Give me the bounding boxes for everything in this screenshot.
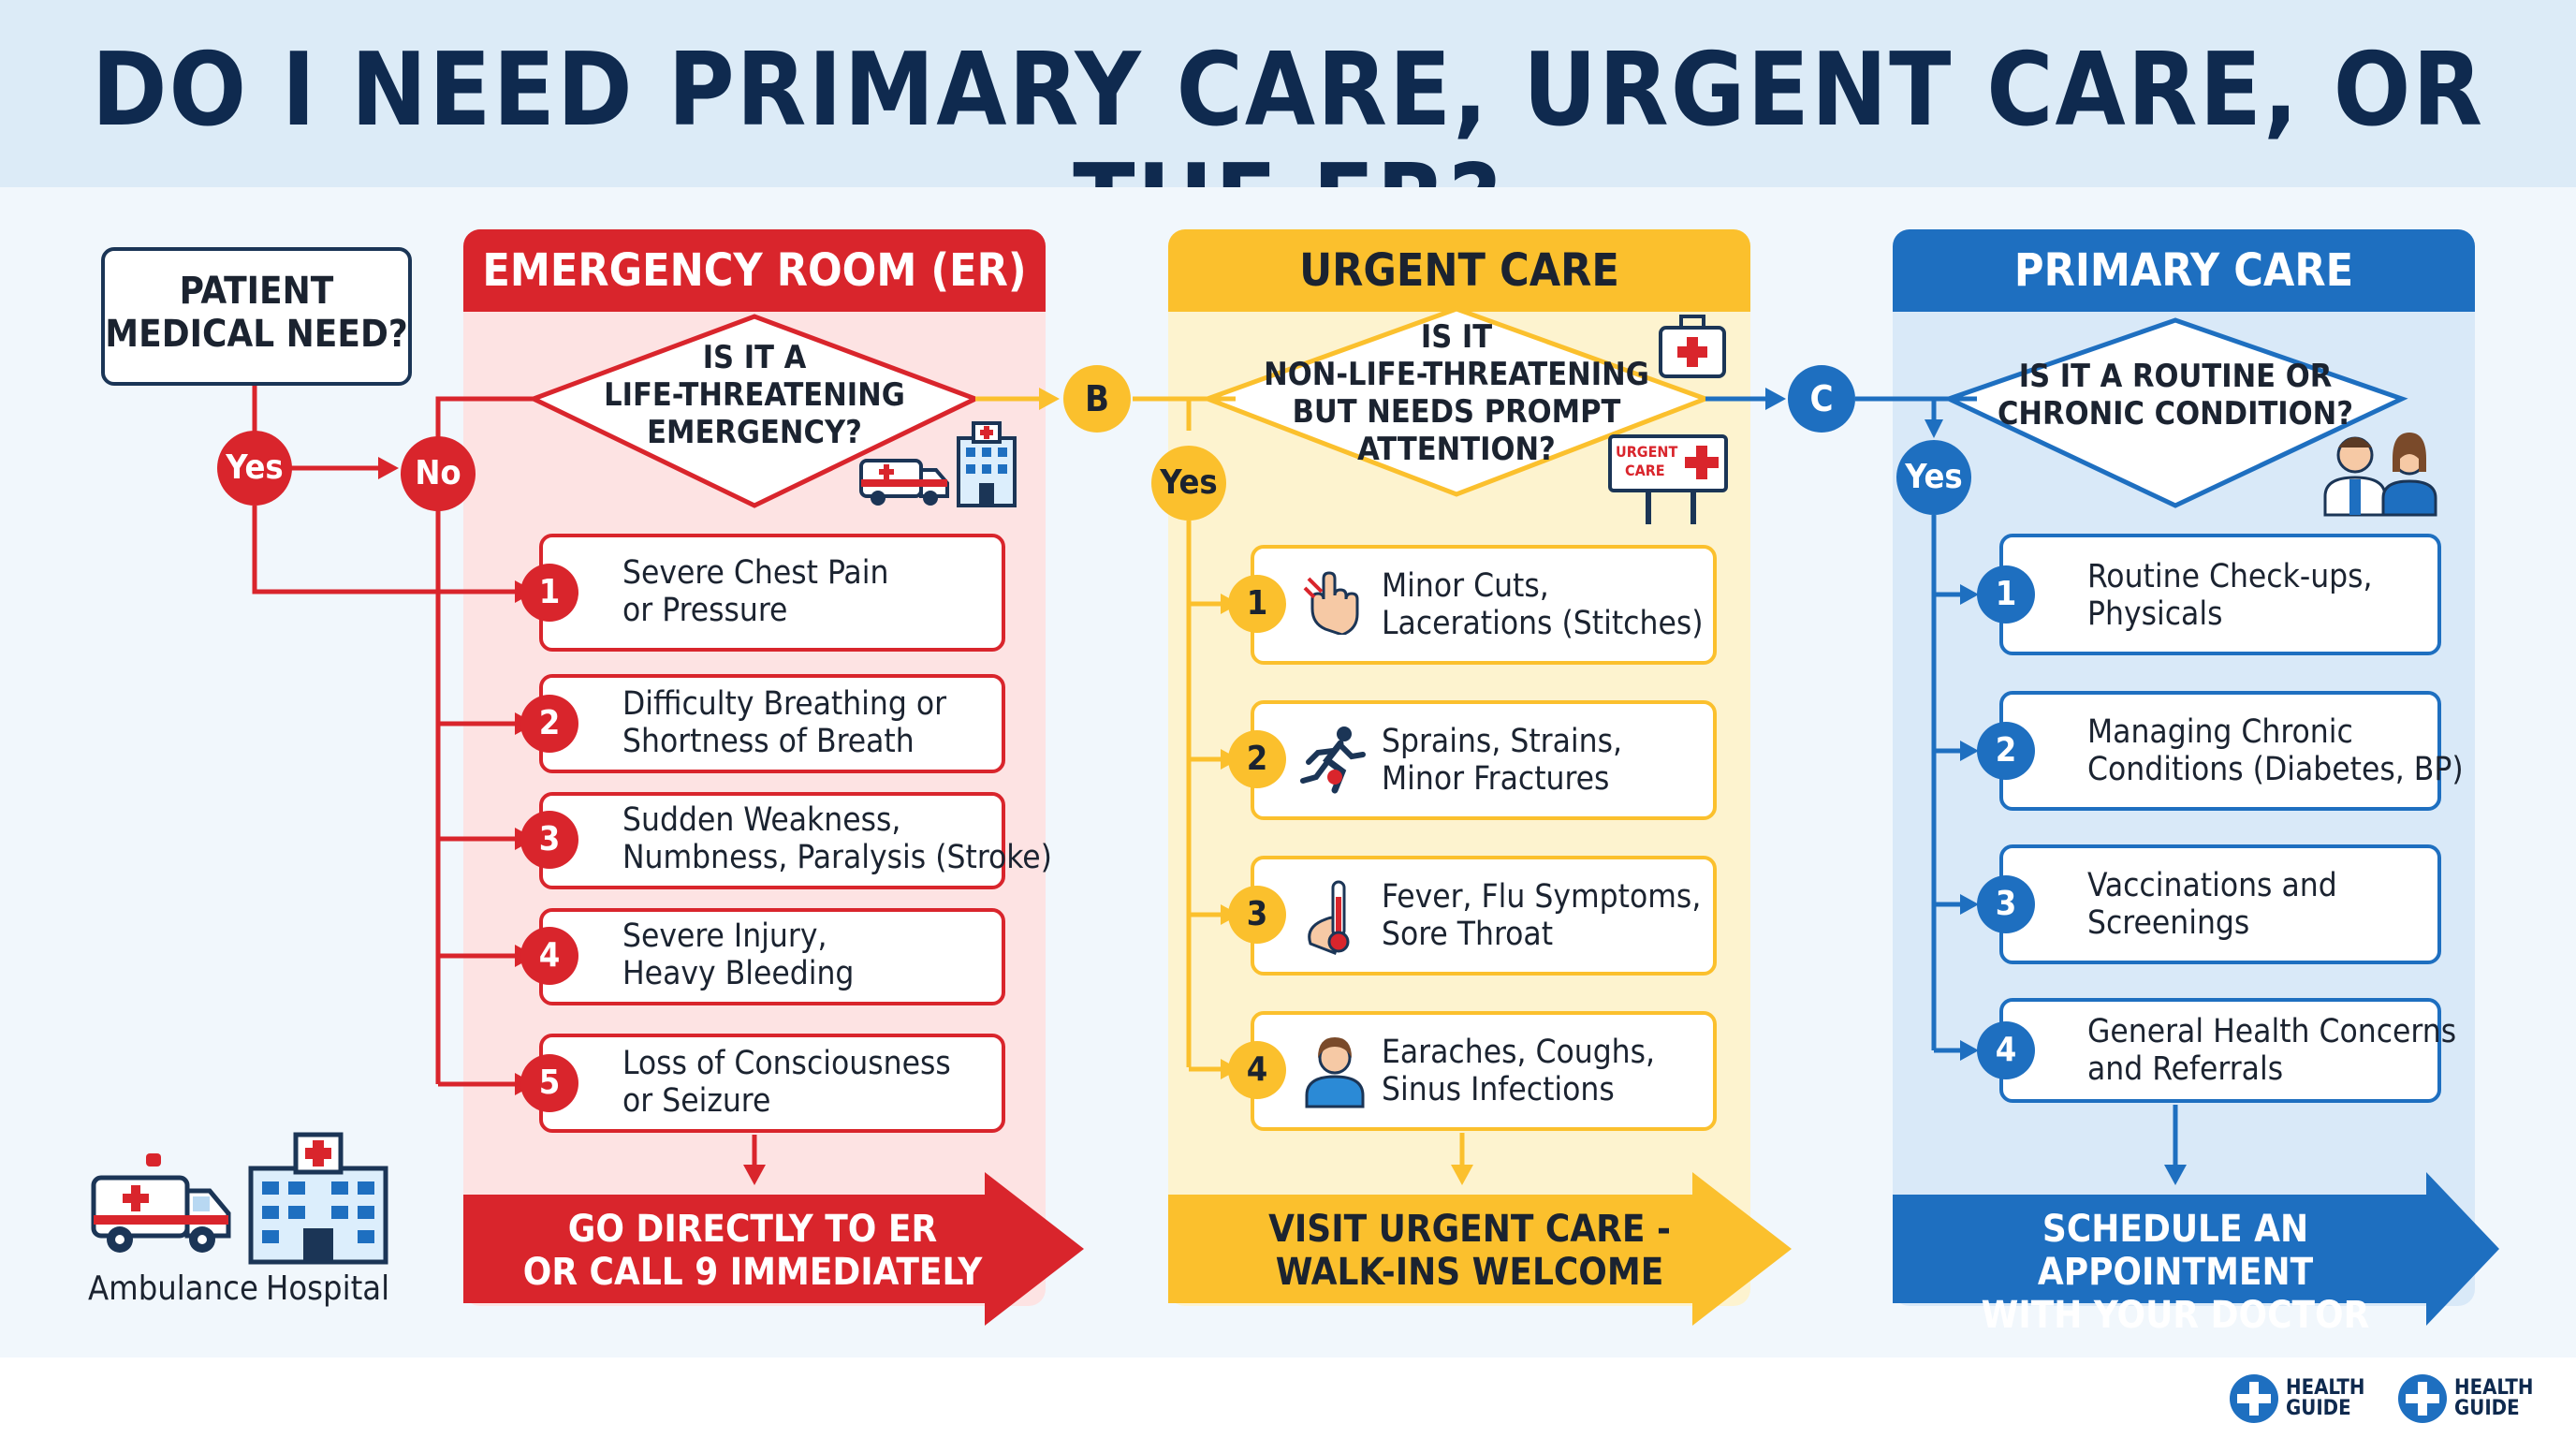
patient-icon: [1305, 1037, 1365, 1108]
logo-1-icon: [2230, 1374, 2278, 1423]
sign-post-right: [1690, 492, 1696, 524]
urgent-item-3-number: 3: [1228, 886, 1286, 944]
thermometer-icon: [1308, 880, 1350, 955]
logo-1-line2: GUIDE: [2286, 1397, 2351, 1420]
hospital-icon: [957, 421, 1017, 507]
primary-item-1-number: 1: [1977, 565, 2035, 624]
sign-post-left: [1646, 492, 1651, 524]
yes-bubble-start: Yes: [217, 431, 292, 506]
er-item-3-number: 3: [520, 811, 578, 869]
start-label-line2: MEDICAL NEED?: [105, 313, 408, 356]
connector-b: B: [1063, 365, 1131, 433]
start-label-line1: PATIENT: [179, 270, 334, 313]
urgent-action: VISIT URGENT CARE -WALK-INS WELCOME: [1268, 1208, 1671, 1294]
runner-icon: [1300, 726, 1366, 794]
er-item-4: [539, 908, 1005, 1005]
urgent-item-4-text: Earaches, Coughs,Sinus Infections: [1382, 1034, 1656, 1108]
primary-item-1: [1999, 534, 2441, 655]
primary-header: PRIMARY CARE: [1893, 229, 2475, 312]
first-aid-kit-icon: [1659, 315, 1726, 378]
er-item-5-number: 5: [520, 1054, 578, 1112]
legend-hospital-label: Hospital: [266, 1269, 390, 1308]
logo-1: HEALTH GUIDE: [2230, 1371, 2379, 1427]
urgent-item-3-text: Fever, Flu Symptoms,Sore Throat: [1382, 878, 1702, 953]
page-title: DO I NEED PRIMARY CARE, URGENT CARE, OR …: [91, 32, 2485, 257]
er-item-5: [539, 1034, 1005, 1133]
primary-item-4-number: 4: [1977, 1021, 2035, 1079]
logo-1-line1: HEALTH: [2286, 1376, 2365, 1400]
urgent-item-2-text: Sprains, Strains,Minor Fractures: [1382, 723, 1623, 798]
ambulance-icon: [859, 459, 949, 506]
start-box: [101, 247, 412, 386]
urgent-item-2-number: 2: [1228, 730, 1286, 788]
urgent-item-1-text: Minor Cuts,Lacerations (Stitches): [1382, 567, 1704, 642]
urgent-care-sign: URGENT CARE: [1608, 434, 1728, 492]
er-item-1: [539, 534, 1005, 652]
no-bubble: No: [401, 436, 476, 511]
logo-2: HEALTH GUIDE: [2398, 1371, 2548, 1427]
urgent-sign-text-line1: URGENT: [1616, 443, 1678, 461]
connector-c: C: [1788, 365, 1855, 433]
er-item-3-text: Sudden Weakness,Numbness, Paralysis (Str…: [622, 801, 1052, 876]
logo-2-line2: GUIDE: [2454, 1397, 2520, 1420]
legend-ambulance-icon: [91, 1153, 231, 1253]
er-item-4-number: 4: [520, 927, 578, 985]
er-item-3: [539, 792, 1005, 889]
legend-ambulance-label: Ambulance: [88, 1269, 258, 1308]
er-item-1-number: 1: [520, 564, 578, 622]
primary-item-3-number: 3: [1977, 875, 2035, 933]
footer-band: [0, 1357, 2576, 1438]
urgent-item-1-number: 1: [1228, 575, 1286, 633]
urgent-item-2: [1251, 700, 1717, 820]
urgent-sign-text-line2: CARE: [1625, 462, 1665, 479]
urgent-header: URGENT CARE: [1168, 229, 1750, 312]
primary-item-2-number: 2: [1977, 722, 2035, 780]
hand-cut-icon: [1303, 571, 1359, 635]
er-header: EMERGENCY ROOM (ER): [463, 229, 1046, 312]
logo-2-icon: [2398, 1374, 2447, 1423]
title-band: [0, 0, 2576, 187]
urgent-yes-bubble: Yes: [1151, 446, 1226, 521]
er-item-4-text: Severe Injury,Heavy Bleeding: [622, 917, 855, 992]
primary-item-1-text: Routine Check-ups,Physicals: [2087, 558, 2373, 633]
legend-hospital-icon: [248, 1132, 388, 1265]
primary-item-4: [1999, 998, 2441, 1103]
urgent-item-4-number: 4: [1228, 1041, 1286, 1099]
urgent-sign-cross-icon: [1685, 446, 1719, 479]
primary-item-2: [1999, 691, 2441, 811]
doctors-icon: [2323, 433, 2437, 517]
logo-2-line1: HEALTH: [2454, 1376, 2534, 1400]
primary-yes-bubble: Yes: [1896, 440, 1971, 515]
primary-item-3: [1999, 844, 2441, 964]
er-item-2-number: 2: [520, 695, 578, 753]
urgent-item-1: [1251, 545, 1717, 665]
